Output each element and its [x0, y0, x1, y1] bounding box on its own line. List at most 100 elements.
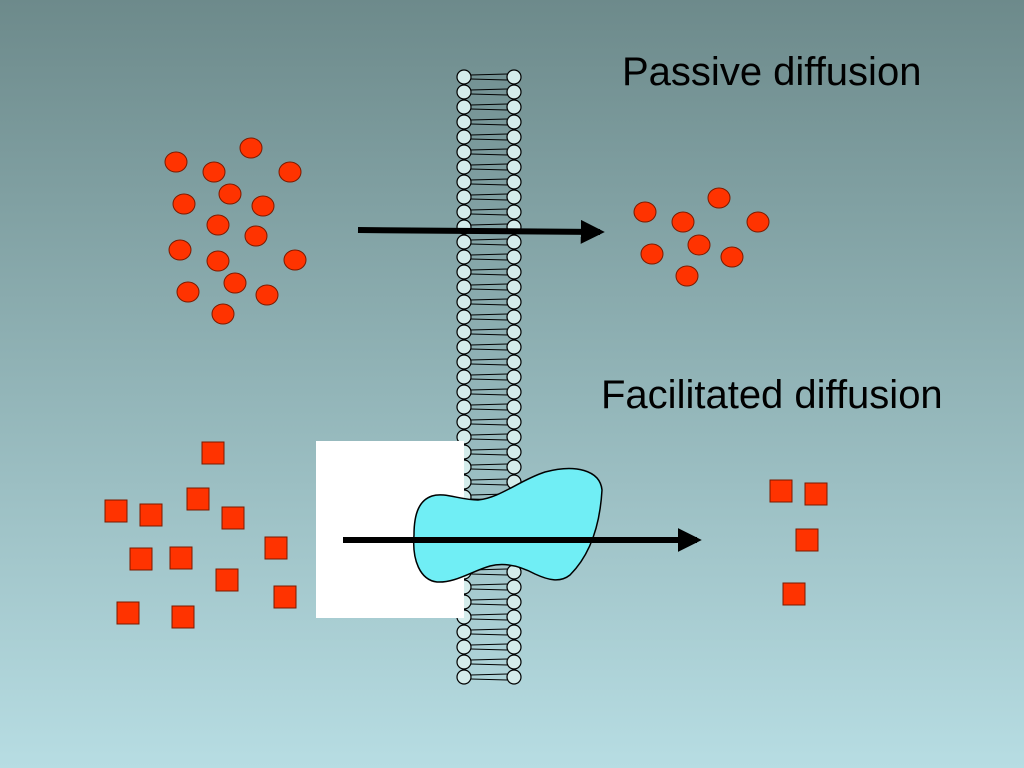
lipid-pair: [456, 369, 522, 385]
lipid-pair: [456, 639, 522, 655]
lipid-pair: [456, 309, 522, 325]
lipid-head: [456, 264, 472, 280]
passive-molecule: [746, 211, 770, 233]
passive-molecule: [244, 225, 268, 247]
lipid-head: [456, 624, 472, 640]
lipid-head: [506, 624, 522, 640]
facilitated-molecule: [169, 546, 193, 570]
lipid-head: [456, 204, 472, 220]
lipid-pair: [456, 174, 522, 190]
facilitated-molecule: [129, 547, 153, 571]
lipid-bilayer-membrane: [456, 69, 522, 685]
lipid-head: [456, 159, 472, 175]
lipid-pair: [456, 339, 522, 355]
passive-molecule: [206, 250, 230, 272]
lipid-tail: [470, 448, 508, 456]
passive-molecule: [211, 303, 235, 325]
lipid-head: [456, 189, 472, 205]
lipid-head: [506, 159, 522, 175]
lipid-head: [456, 324, 472, 340]
facilitated-molecules-inside: [769, 479, 828, 606]
lipid-pair: [456, 444, 522, 460]
lipid-tail: [470, 598, 508, 606]
passive-molecule: [172, 193, 196, 215]
lipid-tail: [470, 283, 508, 291]
passive-molecule: [239, 137, 263, 159]
passive-molecule: [283, 249, 307, 271]
carrier-protein: [412, 467, 603, 583]
lipid-tail: [470, 208, 508, 216]
lipid-head: [506, 309, 522, 325]
lipid-tail: [470, 463, 508, 471]
lipid-pair: [456, 69, 522, 85]
lipid-head: [456, 669, 472, 685]
lipid-tail: [470, 88, 508, 96]
lipid-tail: [470, 118, 508, 126]
passive-molecule: [218, 183, 242, 205]
passive-molecule: [675, 265, 699, 287]
passive-diffusion-label: Passive diffusion: [622, 50, 922, 94]
facilitated-molecule: [186, 487, 210, 511]
lipid-tail: [470, 328, 508, 336]
lipid-head: [456, 279, 472, 295]
lipid-pair: [456, 114, 522, 130]
lipid-tail: [470, 253, 508, 261]
lipid-pair: [456, 249, 522, 265]
lipid-head: [506, 294, 522, 310]
lipid-head: [506, 129, 522, 145]
facilitated-molecule: [795, 528, 819, 552]
passive-molecule: [206, 214, 230, 236]
lipid-head: [456, 249, 472, 265]
facilitated-molecule: [104, 499, 128, 523]
lipid-pair: [456, 459, 522, 475]
lipid-head: [456, 114, 472, 130]
lipid-head: [456, 339, 472, 355]
passive-molecule: [168, 239, 192, 261]
lipid-pair: [456, 264, 522, 280]
facilitated-molecule: [215, 568, 239, 592]
passive-molecules-inside: [633, 187, 770, 287]
lipid-head: [506, 249, 522, 265]
lipid-head: [506, 354, 522, 370]
lipid-tail: [470, 583, 508, 591]
lipid-pair: [456, 159, 522, 175]
lipid-head: [506, 144, 522, 160]
lipid-head: [456, 174, 472, 190]
lipid-pair: [456, 234, 522, 250]
lipid-tail: [470, 343, 508, 351]
lipid-head: [456, 654, 472, 670]
lipid-tail: [470, 193, 508, 201]
lipid-head: [506, 654, 522, 670]
facilitated-molecule: [804, 482, 828, 506]
passive-molecule: [707, 187, 731, 209]
lipid-pair: [456, 609, 522, 625]
lipid-tail: [470, 403, 508, 411]
passive-molecule: [720, 246, 744, 268]
lipid-pair: [456, 204, 522, 220]
lipid-pair: [456, 654, 522, 670]
lipid-head: [506, 669, 522, 685]
lipid-tail: [470, 628, 508, 636]
lipid-tail: [470, 388, 508, 396]
lipid-head: [456, 384, 472, 400]
lipid-head: [456, 639, 472, 655]
lipid-head: [506, 69, 522, 85]
lipid-head: [506, 84, 522, 100]
passive-molecule: [164, 151, 188, 173]
lipid-tail: [470, 613, 508, 621]
lipid-head: [506, 279, 522, 295]
passive-molecule: [176, 281, 200, 303]
passive-molecule: [671, 211, 695, 233]
lipid-tail: [470, 103, 508, 111]
facilitated-molecule: [201, 441, 225, 465]
lipid-pair: [456, 384, 522, 400]
lipid-tail: [470, 658, 508, 666]
lipid-head: [456, 369, 472, 385]
lipid-pair: [456, 84, 522, 100]
lipid-head: [456, 234, 472, 250]
lipid-pair: [456, 669, 522, 685]
facilitated-molecules-outside: [104, 441, 297, 629]
lipid-pair: [456, 279, 522, 295]
lipid-head: [506, 639, 522, 655]
lipid-tail: [470, 313, 508, 321]
